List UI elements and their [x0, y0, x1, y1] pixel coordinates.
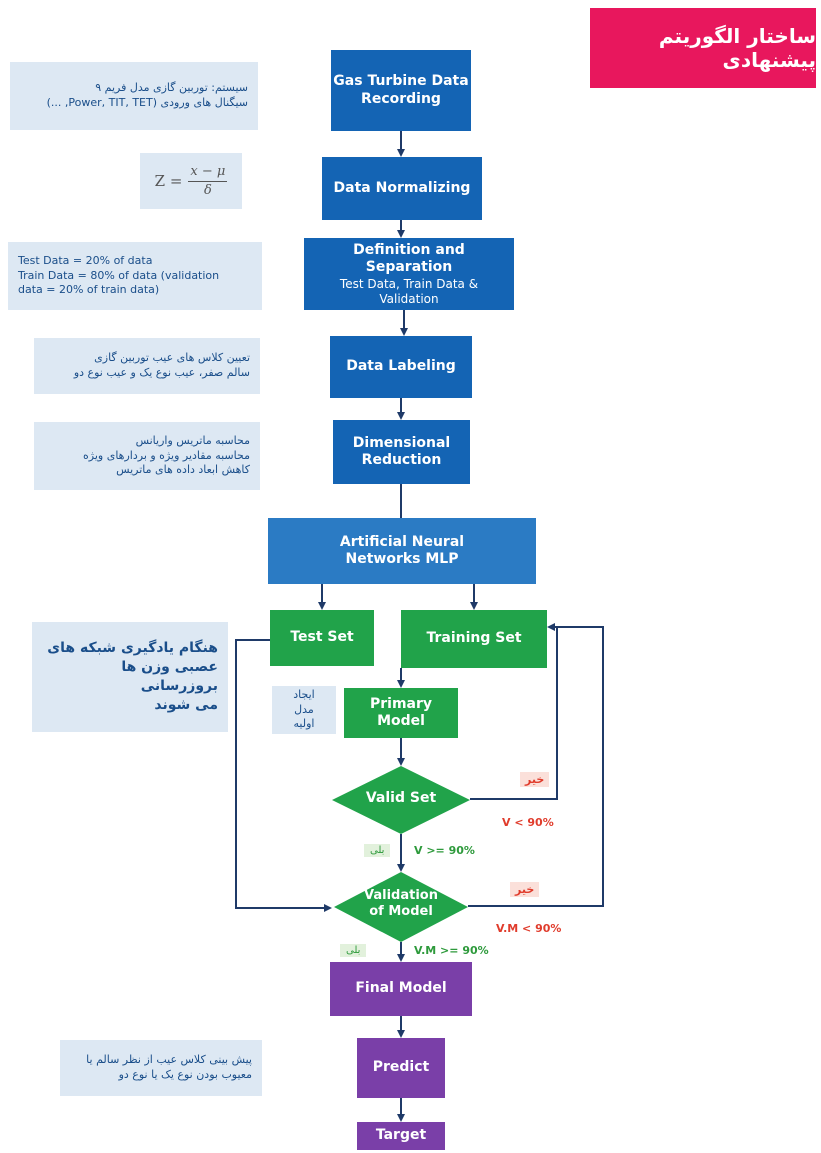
note-labels: تعیین کلاس های عیب توربین گازی سالم صفر،… [34, 338, 260, 394]
note-initial-model-line-2: اولیه [293, 717, 315, 731]
note-prediction-line-1: پیش بینی کلاس عیب از نظر سالم یا [86, 1053, 252, 1067]
decision-validation-model-label: Validation of Model [364, 888, 438, 919]
step-test-set: Test Set [270, 610, 374, 666]
step-ann-mlp-label: Artificial Neural Networks MLP [339, 533, 465, 568]
loop-validation-fail [468, 626, 604, 907]
valid-set-yes-tag: بلی [364, 844, 391, 857]
note-data-split-line-3: data = 20% of train data) [18, 283, 160, 297]
decision-validation-model-shape [334, 872, 468, 942]
step-predict-label: Predict [372, 1059, 430, 1076]
formula-numerator: x − μ [188, 163, 228, 182]
note-matrix-line-3: کاهش ابعاد داده های ماتریس [116, 463, 250, 477]
note-formula: Z = x − μ δ [140, 153, 242, 209]
step-data-normalizing-label: Data Normalizing [333, 179, 471, 196]
note-learning-line-1: هنگام یادگیری شبکه های [47, 640, 218, 657]
step-dimensional-reduction: Dimensional Reduction [333, 420, 470, 484]
validation-pass-condition: V.M >= 90% [414, 944, 489, 957]
note-labels-line-2: سالم صفر، عیب نوع یک و عیب نوع دو [73, 366, 250, 379]
formula-lhs: Z = [154, 171, 183, 190]
valid-set-pass-condition: V >= 90% [414, 844, 475, 857]
step-final-model: Final Model [330, 962, 472, 1016]
step-predict: Predict [357, 1038, 445, 1098]
step-test-set-label: Test Set [290, 629, 354, 646]
note-initial-model: ایجاد مدل اولیه [272, 686, 336, 734]
step-definition-separation-subtitle: Test Data, Train Data & Validation [339, 276, 479, 306]
note-learning-line-3: می شوند [154, 696, 218, 713]
diagram-title: ساختار الگوریتم پیشنهادی [590, 8, 816, 88]
note-labels-line-1: تعیین کلاس های عیب توربین گازی [94, 351, 250, 365]
note-data-split-line-2: Train Data = 80% of data (validation [18, 268, 220, 282]
step-definition-separation-title: Definition and Separation [353, 241, 465, 276]
step-training-set: Training Set [401, 610, 547, 668]
note-learning: هنگام یادگیری شبکه های عصبی وزن ها بروزر… [32, 622, 228, 732]
decision-valid-set-label: Valid Set [365, 790, 437, 806]
step-data-labeling-label: Data Labeling [346, 358, 456, 375]
valid-set-fail-condition: V < 90% [502, 816, 554, 829]
decision-valid-set-shape [332, 766, 470, 834]
validation-fail-condition: V.M < 90% [496, 922, 562, 935]
note-prediction-line-2: معیوب بودن نوع یک یا نوع دو [118, 1068, 252, 1081]
note-data-split: Test Data = 20% of data Train Data = 80%… [8, 242, 262, 310]
step-data-labeling: Data Labeling [330, 336, 472, 398]
note-system-line-1: سیستم: توربین گازی مدل فریم ۹ [95, 81, 248, 95]
step-primary-model: Primary Model [344, 688, 458, 738]
note-system-line-2: سیگنال های ورودی (Power, TIT, TET, ...) [46, 96, 248, 109]
note-data-split-line-1: Test Data = 20% of data [18, 253, 153, 267]
loop-test-to-validation [235, 639, 332, 912]
step-definition-separation: Definition and Separation Test Data, Tra… [304, 238, 514, 310]
note-matrix: محاسبه ماتریس واریانس محاسبه مقادیر ویژه… [34, 422, 260, 490]
note-matrix-line-2: محاسبه مقادیر ویژه و بردارهای ویژه [83, 448, 250, 462]
note-prediction: پیش بینی کلاس عیب از نظر سالم یا معیوب ب… [60, 1040, 262, 1096]
note-matrix-line-1: محاسبه ماتریس واریانس [135, 433, 250, 447]
step-final-model-label: Final Model [355, 980, 447, 997]
step-target: Target [357, 1122, 445, 1150]
note-initial-model-line-1: ایجاد مدل [293, 687, 315, 716]
validation-no-tag: خیر [510, 882, 540, 897]
step-data-recording: Gas Turbine Data Recording [331, 50, 471, 131]
formula-denominator: δ [203, 182, 212, 198]
step-training-set-label: Training Set [426, 630, 522, 647]
step-ann-mlp: Artificial Neural Networks MLP [268, 518, 536, 584]
step-data-normalizing: Data Normalizing [322, 157, 482, 220]
validation-yes-tag: بلی [340, 944, 367, 957]
step-primary-model-label: Primary Model [369, 695, 433, 730]
step-target-label: Target [375, 1127, 427, 1144]
step-data-recording-label: Gas Turbine Data Recording [333, 73, 469, 107]
valid-set-no-tag: خیر [520, 772, 550, 787]
note-learning-line-2: عصبی وزن ها بروزرسانی [121, 659, 218, 694]
step-dimensional-reduction-label: Dimensional Reduction [352, 434, 451, 469]
note-system: سیستم: توربین گازی مدل فریم ۹ سیگنال های… [10, 62, 258, 130]
